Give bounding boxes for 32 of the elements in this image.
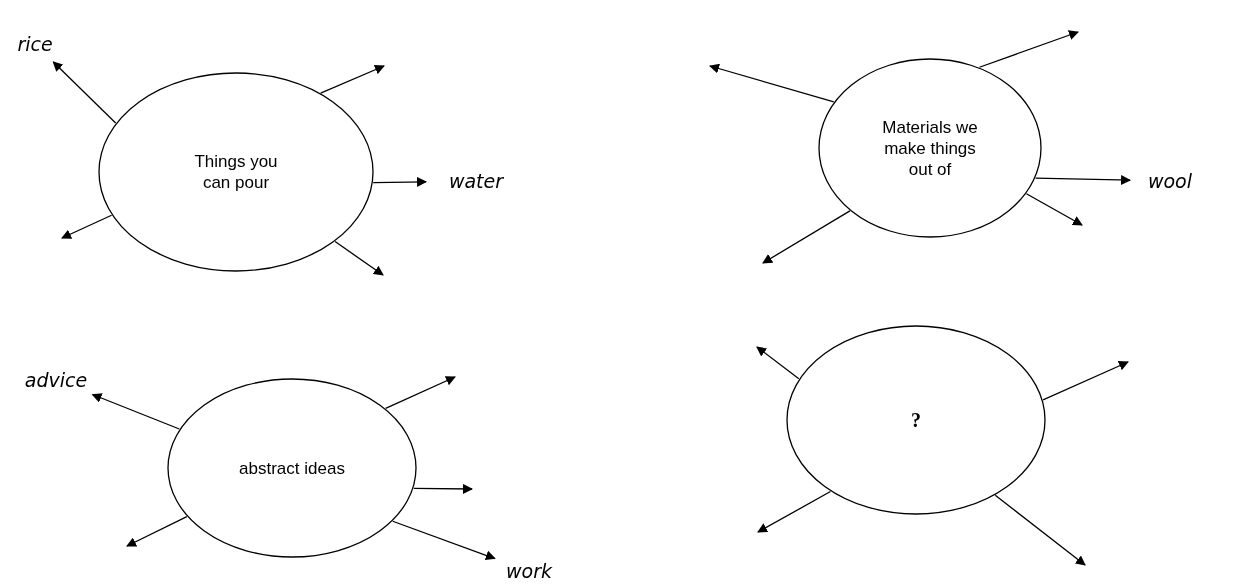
category-label: Things you can pour bbox=[193, 151, 279, 193]
category-oval bbox=[98, 72, 374, 272]
arrow bbox=[978, 30, 1079, 68]
arrow bbox=[1034, 174, 1132, 185]
category-label: abstract ideas bbox=[239, 457, 345, 479]
arrow bbox=[126, 516, 188, 547]
arrow bbox=[762, 210, 851, 264]
arrow bbox=[334, 240, 384, 276]
category-label: ? bbox=[911, 408, 921, 433]
example-word: wool bbox=[1147, 168, 1193, 194]
arrow bbox=[1025, 193, 1083, 226]
example-word: advice bbox=[24, 367, 88, 393]
arrow bbox=[61, 214, 113, 239]
example-word: rice bbox=[17, 31, 53, 57]
arrow bbox=[372, 176, 428, 187]
arrow bbox=[757, 490, 832, 533]
arrow bbox=[91, 393, 180, 430]
example-word: work bbox=[506, 558, 552, 584]
arrow bbox=[52, 61, 117, 124]
arrow bbox=[756, 346, 800, 380]
arrow bbox=[1042, 361, 1129, 401]
category-oval bbox=[167, 378, 417, 558]
category-oval bbox=[786, 325, 1046, 515]
arrow bbox=[413, 483, 473, 494]
arrow bbox=[385, 376, 456, 410]
arrow bbox=[994, 494, 1086, 566]
category-oval bbox=[818, 58, 1042, 238]
arrow bbox=[392, 520, 496, 561]
arrow bbox=[709, 63, 835, 103]
category-label: Materials we make things out of bbox=[881, 116, 979, 180]
example-word: water bbox=[448, 168, 504, 194]
arrow bbox=[320, 64, 385, 94]
